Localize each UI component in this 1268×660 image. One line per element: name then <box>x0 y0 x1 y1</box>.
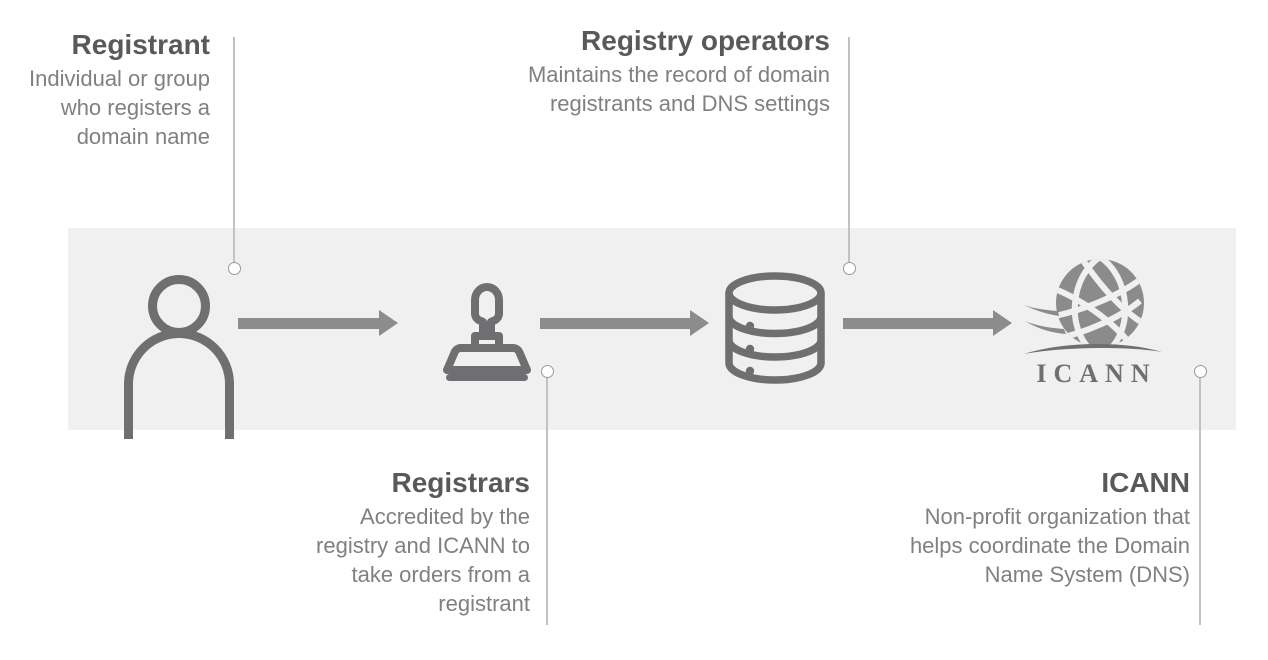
flow-arrow-3 <box>843 310 1013 337</box>
stamp-base-bar <box>446 374 528 381</box>
label-icann: ICANN Non-profit organization that helps… <box>870 466 1190 589</box>
arrow-head <box>379 310 398 336</box>
stamp-icon-svg <box>443 283 531 381</box>
label-registrant-description: Individual or group who registers a doma… <box>28 66 210 149</box>
icann-globe-logo: ICANN <box>1022 255 1164 395</box>
arrow-head <box>993 310 1012 336</box>
person-head-shape <box>148 275 210 337</box>
person-icon <box>124 275 234 439</box>
process-band <box>68 228 1236 430</box>
label-registry-operators-description: Maintains the record of domain registran… <box>527 62 830 116</box>
connector-dot-registrars <box>541 365 554 378</box>
label-registry-operators-title: Registry operators <box>581 25 830 56</box>
database-dot-2 <box>745 344 755 354</box>
connector-dot-registrant <box>228 262 241 275</box>
connector-line-registry-operators <box>848 37 850 269</box>
label-registrars-description: Accredited by the registry and ICANN to … <box>316 504 530 616</box>
database-dot-1 <box>745 321 755 331</box>
connector-line-registrant <box>233 37 235 269</box>
label-registrars-title: Registrars <box>391 467 530 498</box>
database-dot-3 <box>745 366 755 376</box>
label-icann-description: Non-profit organization that helps coord… <box>909 504 1190 587</box>
label-registry-operators: Registry operators Maintains the record … <box>500 24 830 118</box>
connector-dot-icann <box>1194 365 1207 378</box>
arrow-shaft <box>843 318 995 329</box>
stamp-icon <box>437 270 537 382</box>
person-shoulders-shape <box>124 329 234 439</box>
flow-arrow-2 <box>540 310 710 337</box>
label-registrars: Registrars Accredited by the registry an… <box>300 466 530 618</box>
connector-dot-registry-operators <box>843 262 856 275</box>
flow-arrow-1 <box>238 310 398 337</box>
arrow-shaft <box>238 318 381 329</box>
connector-line-icann <box>1199 377 1201 625</box>
icann-swoosh <box>1024 343 1162 354</box>
icann-globe-svg <box>1022 259 1162 354</box>
arrow-shaft <box>540 318 692 329</box>
database-icon <box>723 272 827 384</box>
label-registrant: Registrant Individual or group who regis… <box>20 28 210 151</box>
label-registrant-title: Registrant <box>71 29 210 60</box>
label-icann-title: ICANN <box>1101 467 1190 498</box>
database-icon-svg <box>725 272 825 384</box>
arrow-head <box>690 310 709 336</box>
icann-wordmark: ICANN <box>1036 359 1157 388</box>
connector-line-registrars <box>546 377 548 625</box>
